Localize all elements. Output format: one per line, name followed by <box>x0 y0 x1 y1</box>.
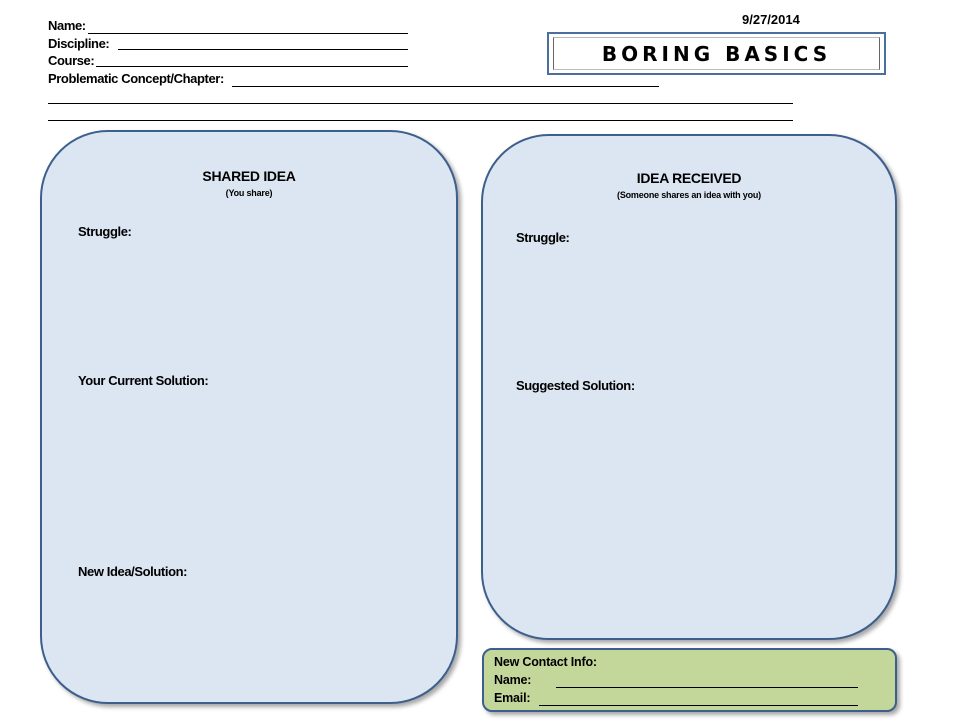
name-field-line[interactable] <box>88 33 408 34</box>
contact-heading: New Contact Info: <box>494 655 597 669</box>
concept-field-line-3[interactable] <box>48 120 793 121</box>
shared-idea-title: SHARED IDEA <box>202 168 296 184</box>
shared-current-solution-label: Your Current Solution: <box>78 373 209 388</box>
shared-struggle-label: Struggle: <box>78 224 132 239</box>
date-text: 9/27/2014 <box>742 12 800 27</box>
shared-idea-panel: SHARED IDEA (You share) Struggle: Your C… <box>40 130 458 704</box>
contact-name-line[interactable] <box>556 687 858 688</box>
title-box: BORING BASICS <box>547 32 886 75</box>
concept-label: Problematic Concept/Chapter: <box>48 71 224 86</box>
received-suggested-solution-label: Suggested Solution: <box>516 378 635 393</box>
idea-received-title: IDEA RECEIVED <box>636 170 742 186</box>
title-inner-frame <box>553 37 880 70</box>
discipline-field-line[interactable] <box>118 49 408 50</box>
idea-received-panel: IDEA RECEIVED (Someone shares an idea wi… <box>481 134 897 640</box>
contact-name-label: Name: <box>494 673 532 687</box>
course-label: Course: <box>48 53 95 68</box>
page-title: BORING BASICS <box>601 42 832 66</box>
course-field-line[interactable] <box>96 66 408 67</box>
concept-field-line-2[interactable] <box>48 103 793 104</box>
discipline-label: Discipline: <box>48 36 110 51</box>
new-contact-box: New Contact Info: Name: Email: <box>482 648 897 712</box>
shared-new-idea-label: New Idea/Solution: <box>78 564 188 579</box>
received-struggle-label: Struggle: <box>516 230 570 245</box>
contact-email-line[interactable] <box>539 705 858 706</box>
contact-email-label: Email: <box>494 691 531 705</box>
name-label: Name: <box>48 18 86 33</box>
concept-field-line-1[interactable] <box>232 86 659 87</box>
shared-idea-subtitle: (You share) <box>225 188 273 198</box>
idea-received-subtitle: (Someone shares an idea with you) <box>617 190 761 200</box>
